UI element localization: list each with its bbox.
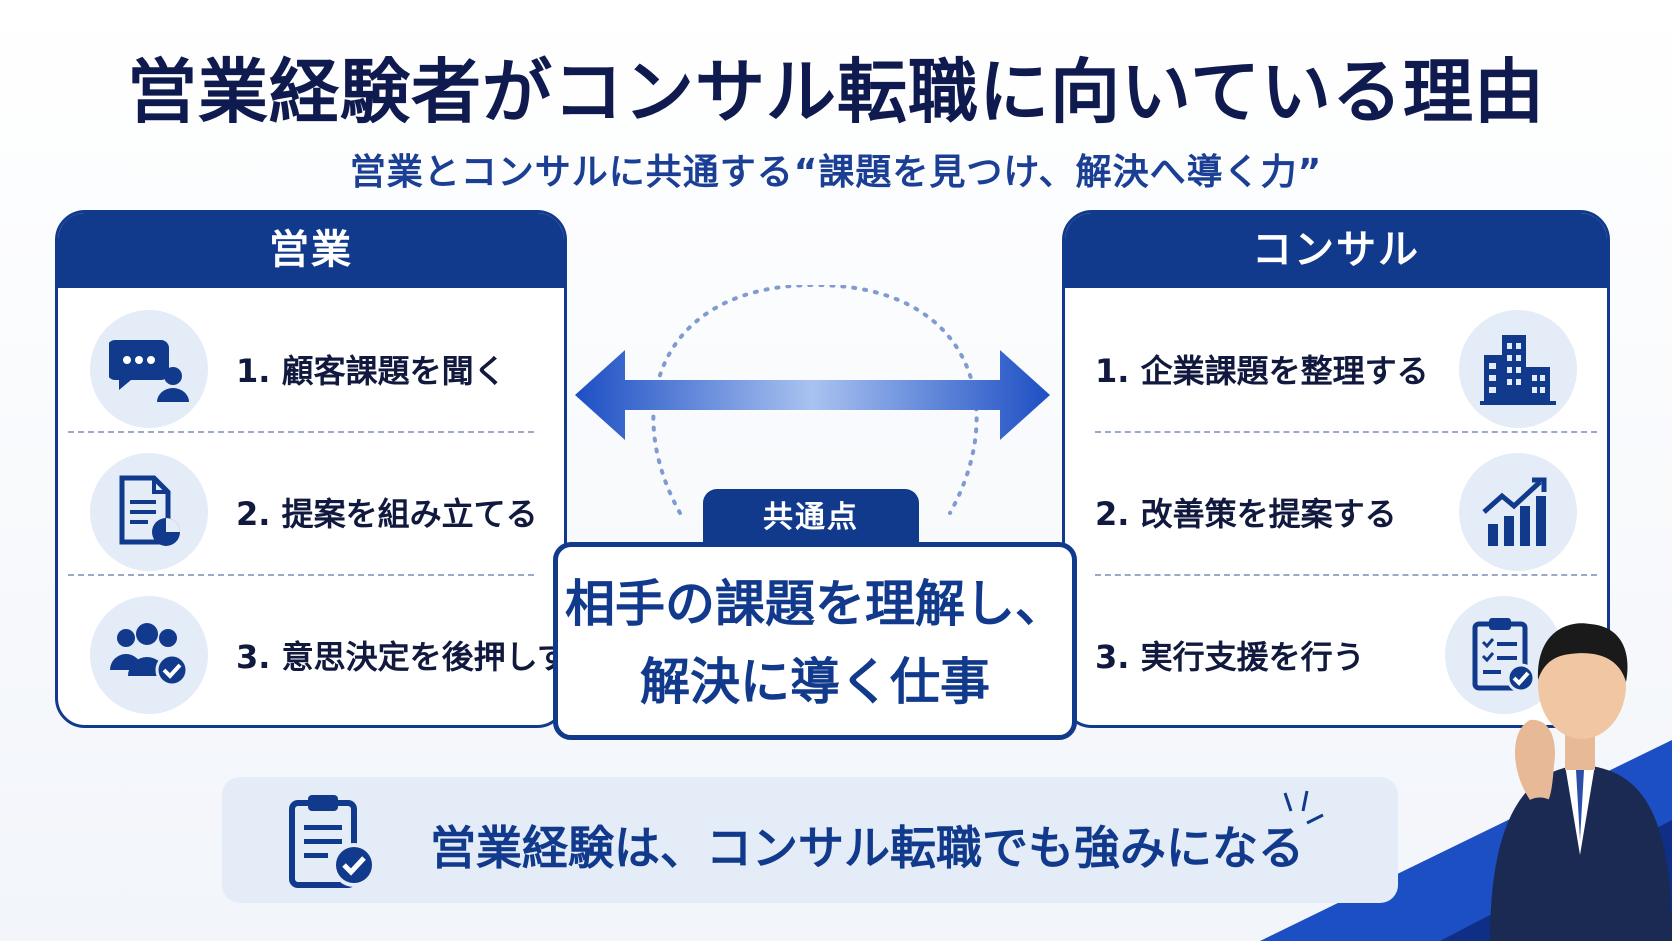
sales-item-label: 3. 意思決定を後押しする (236, 638, 567, 676)
page-subtitle: 営業とコンサルに共通する“課題を見つけ、解決へ導く力” (349, 152, 1323, 193)
consulting-item-1: 1. 企業課題を整理する (1065, 288, 1607, 431)
sales-panel-heading: 営業 (58, 213, 564, 288)
businessman-avatar (1490, 623, 1672, 941)
conclusion-banner: 営業経験は、コンサル転職でも強みになる (222, 777, 1398, 903)
chat-user-icon (90, 310, 208, 428)
consulting-item-3: 3. 実行支援を行う (1065, 574, 1607, 717)
sales-panel: 営業 1. 顧客課題を聞く 2. 提案を組み立てる (55, 210, 567, 728)
sales-item-2: 2. 提案を組み立てる (58, 431, 564, 574)
divider (68, 574, 534, 576)
consulting-item-2: 2. 改善策を提案する (1065, 431, 1607, 574)
divider (1095, 431, 1597, 433)
team-check-icon (90, 596, 208, 714)
sales-item-label: 1. 顧客課題を聞く (236, 352, 506, 390)
divider (68, 431, 534, 433)
common-point-line-2: 解決に導く仕事 (640, 653, 990, 711)
conclusion-text: 営業経験は、コンサル転職でも強みになる (430, 821, 1304, 875)
sales-item-label: 2. 提案を組み立てる (236, 495, 538, 533)
clipboard-check-icon (289, 795, 376, 888)
consulting-panel: コンサル 1. 企業課題を整理する 2. 改善 (1062, 210, 1610, 728)
page-title: 営業経験者がコンサル転職に向いている理由 (127, 51, 1545, 133)
growth-chart-icon (1459, 453, 1577, 571)
sales-item-1: 1. 顧客課題を聞く (58, 288, 564, 431)
divider (1095, 574, 1597, 576)
consulting-item-label: 1. 企業課題を整理する (1095, 352, 1429, 390)
common-point-line-1: 相手の課題を理解し、 (565, 575, 1065, 633)
building-icon (1459, 310, 1577, 428)
consulting-panel-heading: コンサル (1065, 213, 1607, 288)
document-chart-icon (90, 453, 208, 571)
sales-item-3: 3. 意思決定を後押しする (58, 574, 564, 717)
consulting-item-label: 2. 改善策を提案する (1095, 495, 1397, 533)
connection-arc (651, 285, 979, 515)
consulting-item-label: 3. 実行支援を行う (1095, 638, 1365, 676)
double-arrow-icon (575, 350, 1050, 440)
common-point-badge: 共通点 (703, 489, 919, 547)
common-point-box: 相手の課題を理解し、 解決に導く仕事 (553, 542, 1077, 740)
emphasis-lines-icon (1283, 790, 1324, 825)
